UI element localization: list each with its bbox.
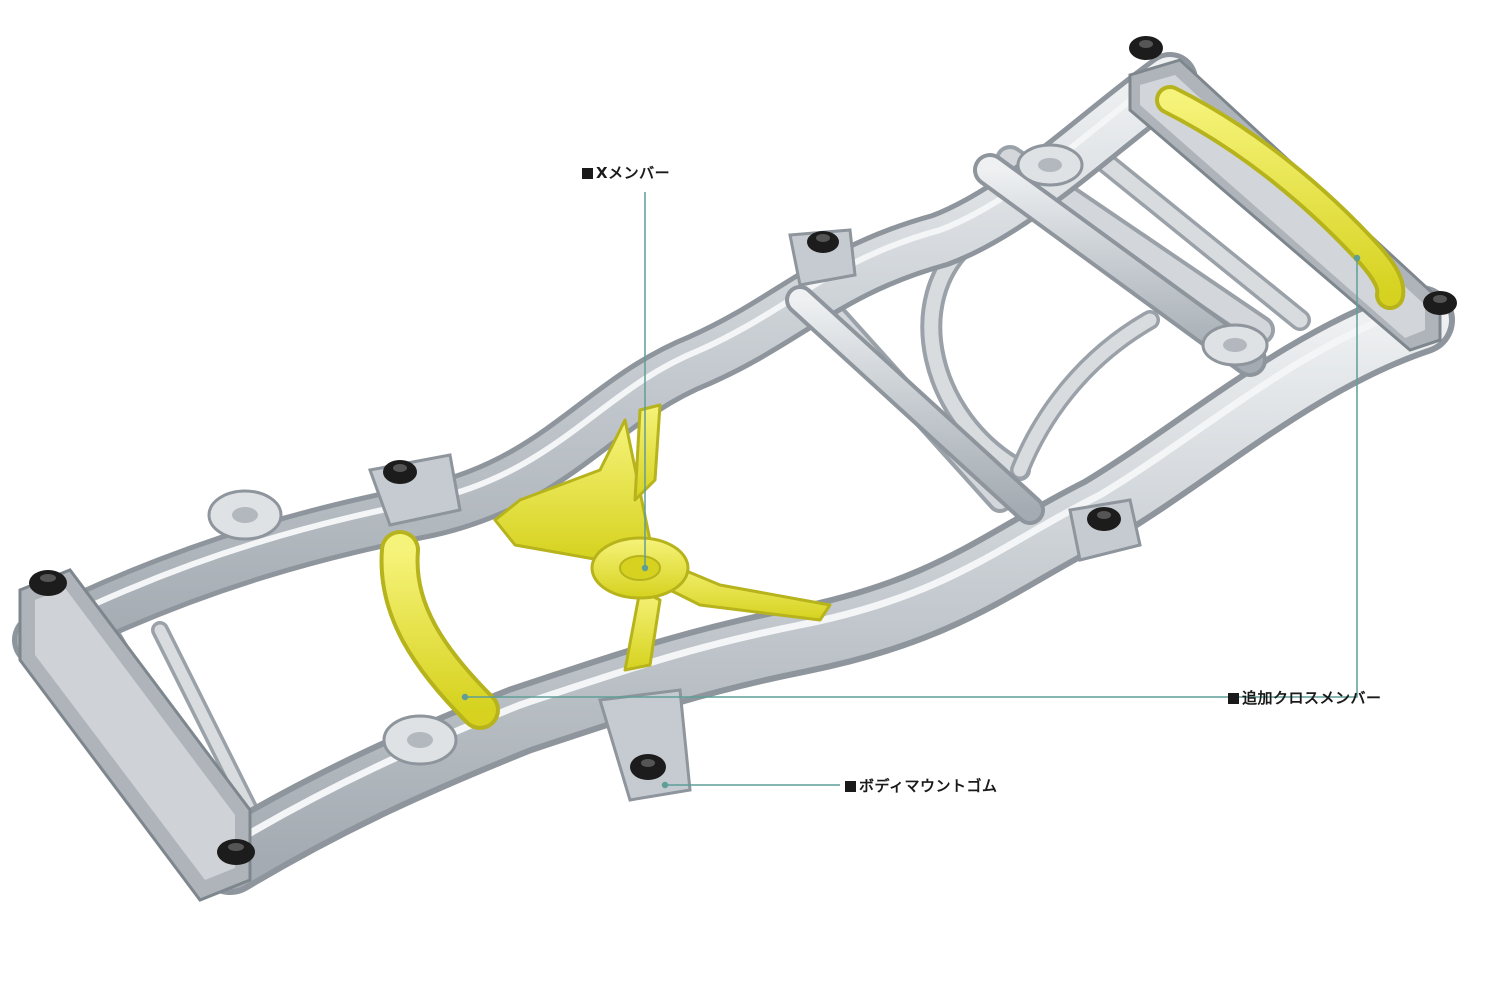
body-mount-5 xyxy=(1087,507,1121,531)
body-mount-8 xyxy=(217,839,255,865)
body-mount-1 xyxy=(1129,36,1163,60)
bullet-square-icon xyxy=(845,781,856,792)
body-mount-label: ボディマウントゴム xyxy=(845,775,997,796)
front-cross-member xyxy=(18,568,252,902)
x-member-label: Xメンバー xyxy=(582,162,670,183)
spring-seats xyxy=(207,143,1269,766)
body-mount-4 xyxy=(383,460,417,484)
leader-cross-member xyxy=(465,258,1358,698)
bullet-square-icon xyxy=(1228,693,1239,704)
additional-cross-member-front xyxy=(379,530,500,730)
body-mount-3 xyxy=(1423,291,1457,315)
cross-member-label: 追加クロスメンバー xyxy=(1228,687,1382,708)
additional-cross-member-rear xyxy=(1155,85,1406,310)
body-mount-6 xyxy=(29,570,67,596)
body-mounts xyxy=(29,36,1457,865)
x-member xyxy=(493,403,832,672)
middle-cross-members xyxy=(785,153,1267,525)
bullet-square-icon xyxy=(582,168,593,179)
leader-lines xyxy=(461,192,1361,789)
body-mount-7 xyxy=(630,754,666,780)
body-mount-2 xyxy=(807,231,839,253)
